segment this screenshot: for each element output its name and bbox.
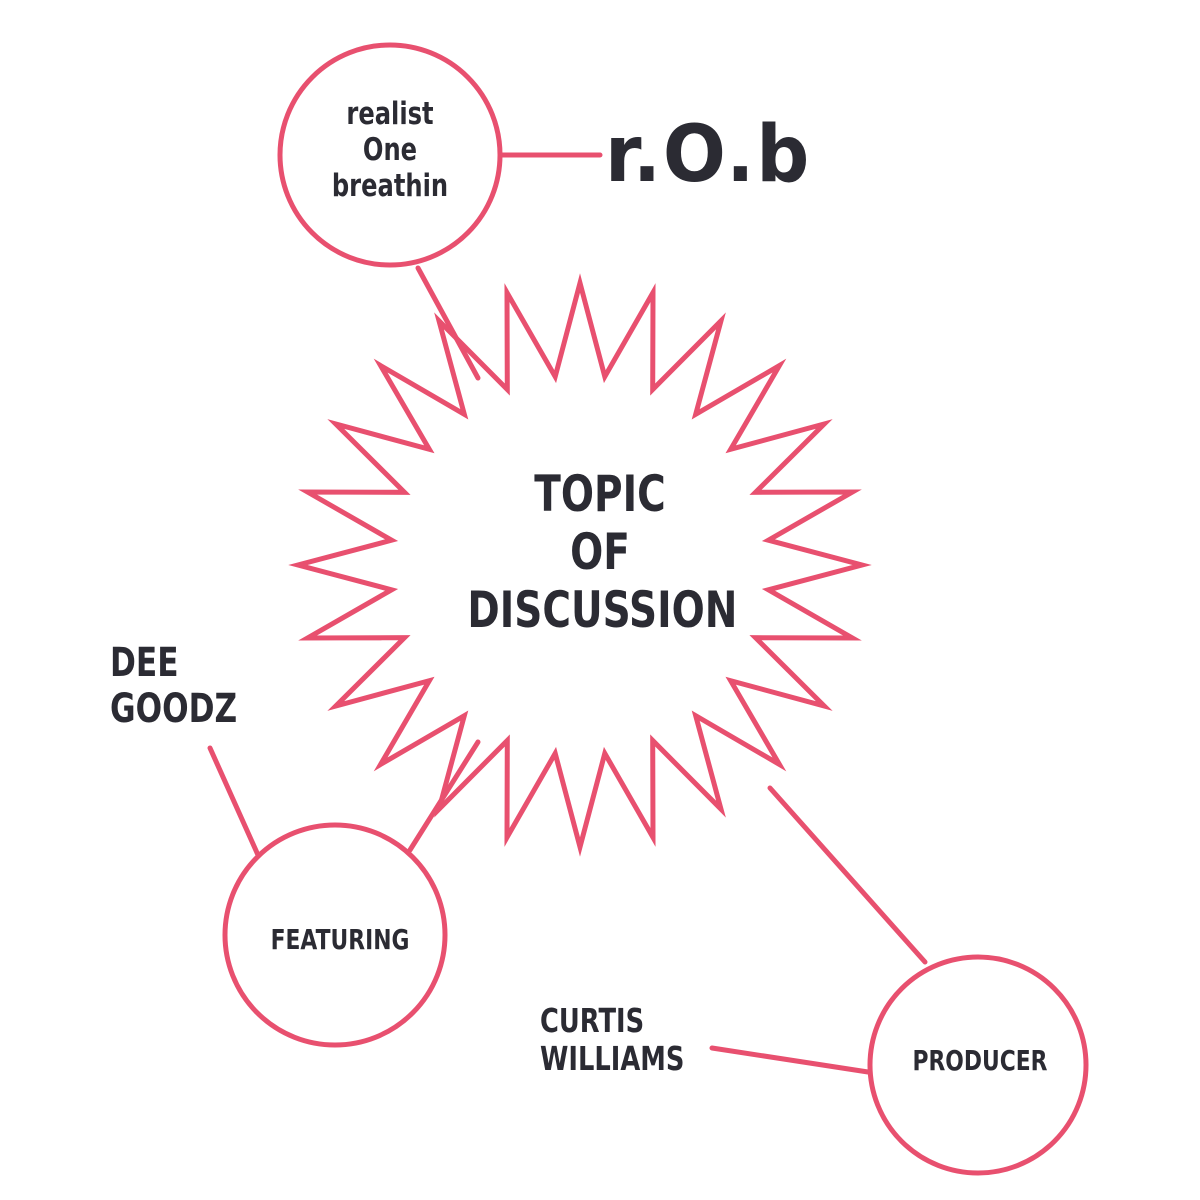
node-top-line-3: breathin <box>331 168 449 204</box>
center-topic-label: TOPIC OF DISCUSSION <box>467 465 738 639</box>
node-left-label: FEATURING <box>270 923 410 956</box>
center-line-1: TOPIC <box>534 465 666 523</box>
node-circle-left <box>222 822 448 1048</box>
starburst-shape <box>288 273 872 857</box>
left-callout-line-2: GOODZ <box>110 686 238 732</box>
node-circle-top <box>277 42 503 268</box>
connector-right-to-callout <box>709 1045 871 1075</box>
node-top-line-2: One <box>362 132 418 168</box>
connector-left-to-callout <box>207 745 261 858</box>
right-callout-line-2: WILLIAMS <box>540 1039 685 1078</box>
center-line-2: OF <box>570 523 630 581</box>
left-callout-line-1: DEE <box>110 640 179 686</box>
connector-right-to-center <box>767 785 928 965</box>
node-top-line-1: realist <box>346 96 434 132</box>
node-circle-right <box>867 954 1089 1176</box>
right-callout-label: CURTIS WILLIAMS <box>540 1002 696 1078</box>
connector-top-to-center <box>415 265 481 381</box>
node-top-label: realist One breathin <box>320 96 460 204</box>
node-right-label: PRODUCER <box>912 1044 1048 1077</box>
left-callout-label: DEE GOODZ <box>110 640 238 732</box>
right-callout-line-1: CURTIS <box>540 1001 645 1040</box>
top-callout-label: r.O.b <box>605 110 812 200</box>
center-line-3: DISCUSSION <box>467 581 738 639</box>
